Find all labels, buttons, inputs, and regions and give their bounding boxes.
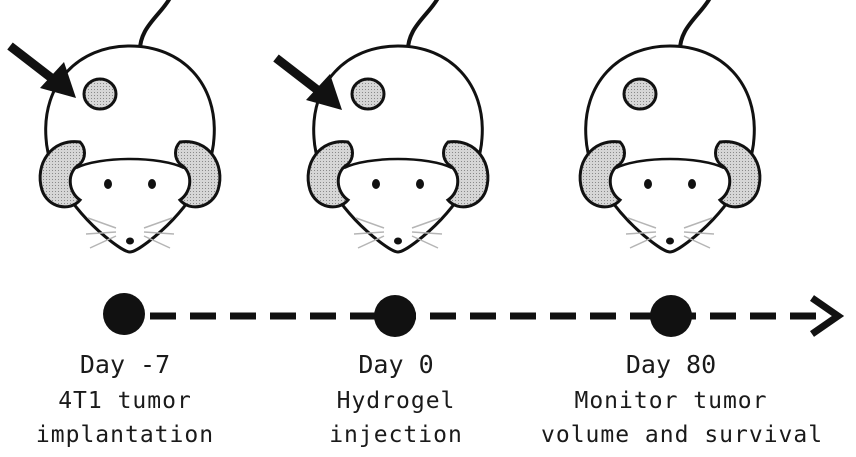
timeline-marker-day-80	[650, 295, 692, 337]
stage-description-line2: implantation	[0, 424, 255, 447]
pointer-arrow-icon	[276, 58, 342, 110]
stage-description-line1: Monitor tumor	[541, 390, 801, 413]
timeline	[103, 293, 838, 337]
mouse-illustration-day-minus-7	[40, 0, 220, 252]
stage-day-label: Day 80	[541, 352, 801, 377]
timeline-marker-day-minus-7	[103, 293, 145, 335]
stage-description-line2: volume and survival	[541, 424, 801, 447]
stage-description-line1: Hydrogel	[266, 390, 526, 413]
stage-description-line2: injection	[266, 424, 526, 447]
stage-description-line1: 4T1 tumor	[0, 390, 255, 413]
pointer-arrow-icon	[10, 46, 76, 98]
stage-day-label: Day 0	[266, 352, 526, 377]
stage-day-label: Day -7	[0, 352, 255, 377]
timeline-marker-day-0	[374, 295, 416, 337]
mouse-illustration-day-0	[308, 0, 488, 252]
mouse-illustration-day-80	[580, 0, 760, 252]
